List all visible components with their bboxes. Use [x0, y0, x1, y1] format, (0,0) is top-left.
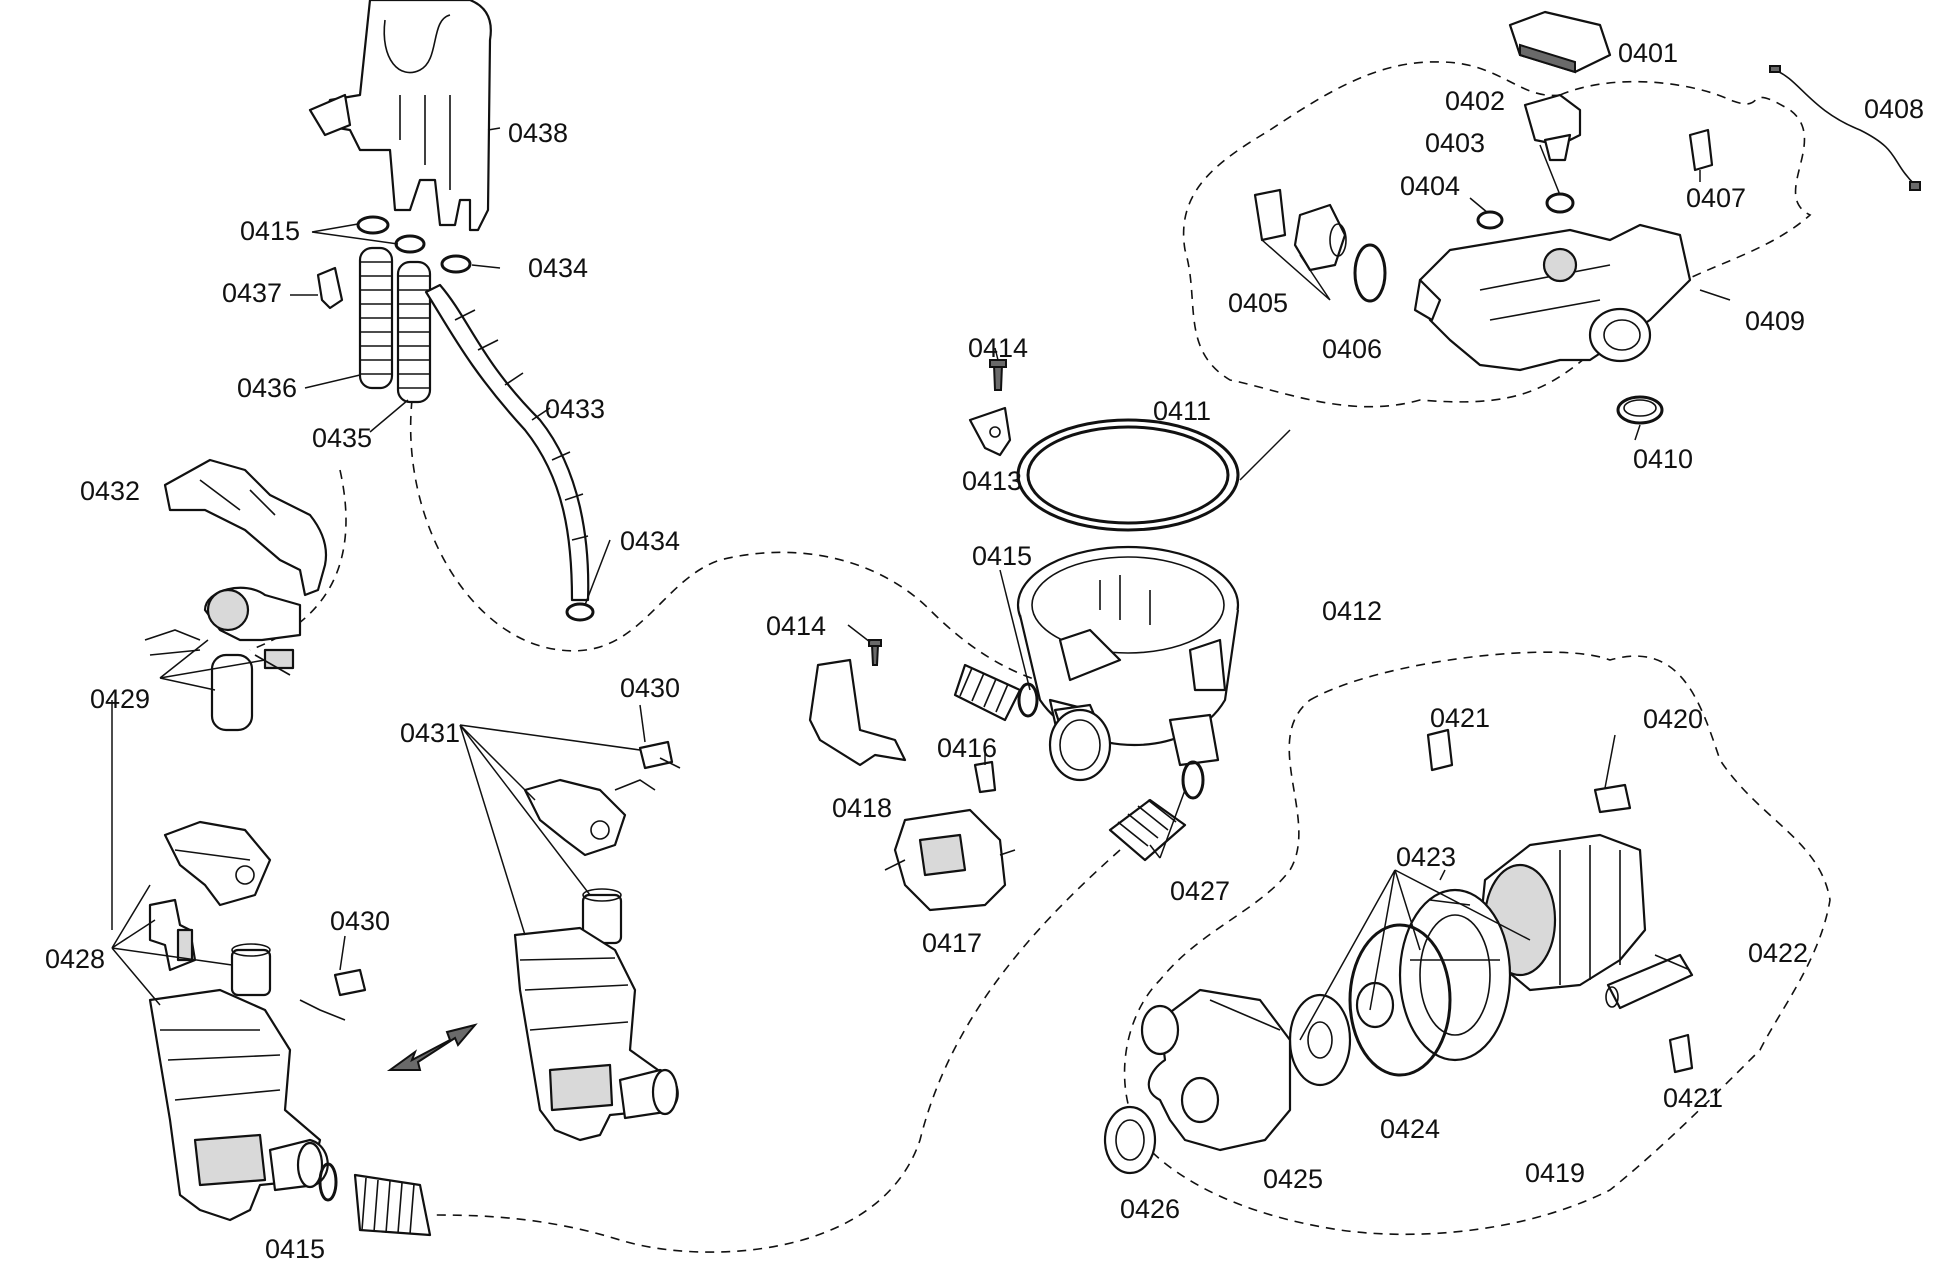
- label-0412: 0412: [1322, 596, 1382, 626]
- hose-route-0427: [429, 849, 1121, 1253]
- label-0403: 0403: [1425, 128, 1485, 158]
- label-0432: 0432: [80, 476, 140, 506]
- part-0435-corrugated-hose: [396, 260, 432, 404]
- label-0431: 0431: [400, 718, 460, 748]
- part-0414-screw-top: [989, 359, 1007, 391]
- assembly-0419-outline: [1123, 651, 1831, 1236]
- label-0429: 0429: [90, 684, 150, 714]
- label-0420: 0420: [1643, 704, 1703, 734]
- label-0425: 0425: [1263, 1164, 1323, 1194]
- label-0413: 0413: [962, 466, 1022, 496]
- part-0409-housing: [1413, 223, 1692, 372]
- label-0401: 0401: [1618, 38, 1678, 68]
- label-0414-mid: 0414: [766, 611, 826, 641]
- part-0426-grommet: [1103, 1105, 1157, 1175]
- label-0421-top: 0421: [1430, 703, 1490, 733]
- part-0438-airbreak: [308, 0, 492, 232]
- label-0437: 0437: [222, 278, 282, 308]
- label-0421-bottom: 0421: [1663, 1083, 1723, 1113]
- label-0436: 0436: [237, 373, 297, 403]
- part-0428-cup: [230, 943, 272, 997]
- part-0414-screw-mid: [868, 639, 882, 666]
- label-0414-top: 0414: [968, 333, 1028, 363]
- label-0438: 0438: [508, 118, 568, 148]
- label-0433: 0433: [545, 394, 605, 424]
- part-0428-bracket: [148, 898, 197, 972]
- part-0408-wire: [1769, 65, 1921, 191]
- part-0415-pipe-center: [1048, 703, 1112, 782]
- part-0424-impeller: [1288, 923, 1452, 1087]
- part-0425-pump-housing: [1140, 988, 1292, 1152]
- label-0423: 0423: [1396, 842, 1456, 872]
- label-0422: 0422: [1748, 938, 1808, 968]
- label-0427: 0427: [1170, 876, 1230, 906]
- label-0434-bottom: 0434: [620, 526, 680, 556]
- part-0427-hose: [1108, 760, 1205, 862]
- label-0415-top: 0415: [240, 216, 300, 246]
- part-0436-corrugated-hose: [358, 246, 394, 390]
- part-0434-clamp-top: [440, 254, 472, 274]
- part-0420-cap: [1593, 783, 1632, 814]
- part-0431-valve-body: [513, 926, 679, 1142]
- part-0417-pump: [884, 808, 1016, 912]
- part-0429-sensor: [144, 586, 302, 732]
- part-0418-holder: [808, 658, 907, 767]
- label-0434-top: 0434: [528, 253, 588, 283]
- label-0409: 0409: [1745, 306, 1805, 336]
- label-0416: 0416: [937, 733, 997, 763]
- label-0411: 0411: [1153, 396, 1211, 426]
- part-0413-bracket: [968, 406, 1012, 457]
- part-0401-cover: [1508, 10, 1612, 74]
- part-0416-clip: [973, 760, 997, 794]
- part-0410-clamp: [1616, 395, 1664, 425]
- part-0402-sensor: [1523, 93, 1582, 162]
- part-0437-clip: [316, 266, 344, 310]
- part-0415-hose-center: [953, 663, 1039, 722]
- label-0428: 0428: [45, 944, 105, 974]
- label-0406: 0406: [1322, 334, 1382, 364]
- label-0404: 0404: [1400, 171, 1460, 201]
- part-0403-ring: [1545, 192, 1575, 214]
- part-0423-volute: [1398, 888, 1512, 1062]
- label-0430-right: 0430: [620, 673, 680, 703]
- label-0430-left: 0430: [330, 906, 390, 936]
- label-0402: 0402: [1445, 86, 1505, 116]
- label-0408: 0408: [1864, 94, 1924, 124]
- part-0419-motor: [1478, 833, 1647, 992]
- part-0407-clip: [1688, 128, 1714, 172]
- label-0419: 0419: [1525, 1158, 1585, 1188]
- leader-lines: [111, 127, 1731, 1041]
- part-0431-holder: [523, 778, 656, 857]
- part-0428-holder: [163, 820, 272, 907]
- part-0404-ring: [1476, 210, 1504, 230]
- label-0405: 0405: [1228, 288, 1288, 318]
- label-0415-bottom: 0415: [265, 1234, 325, 1264]
- part-0421-clip-top: [1426, 728, 1454, 772]
- label-0418: 0418: [832, 793, 892, 823]
- part-0430-switch-left: [299, 968, 367, 1021]
- part-0421-clip-bottom: [1668, 1033, 1694, 1074]
- label-0415-center: 0415: [972, 541, 1032, 571]
- part-0433-hose: [424, 283, 595, 622]
- hose-route-0433: [409, 399, 1061, 691]
- part-0422-capacitor: [1605, 953, 1694, 1010]
- label-0407: 0407: [1686, 183, 1746, 213]
- part-0428-valve-body: [148, 988, 329, 1222]
- label-0435: 0435: [312, 423, 372, 453]
- label-0410: 0410: [1633, 444, 1693, 474]
- swap-arrow: [386, 1023, 478, 1071]
- part-0415-ring-a: [356, 215, 390, 235]
- part-0411-seal-ring: [1016, 418, 1240, 532]
- part-0432-cover: [163, 458, 328, 597]
- part-0405-fitting: [1253, 188, 1347, 272]
- label-0426: 0426: [1120, 1194, 1180, 1224]
- part-0406-ring: [1353, 243, 1387, 303]
- part-0415-ring-b: [394, 234, 426, 254]
- label-0424: 0424: [1380, 1114, 1440, 1144]
- label-0417: 0417: [922, 928, 982, 958]
- assembly-0409-outline: [1182, 61, 1812, 408]
- part-0430-switch-right: [638, 740, 681, 770]
- part-0415-hose-bottom: [318, 1162, 432, 1237]
